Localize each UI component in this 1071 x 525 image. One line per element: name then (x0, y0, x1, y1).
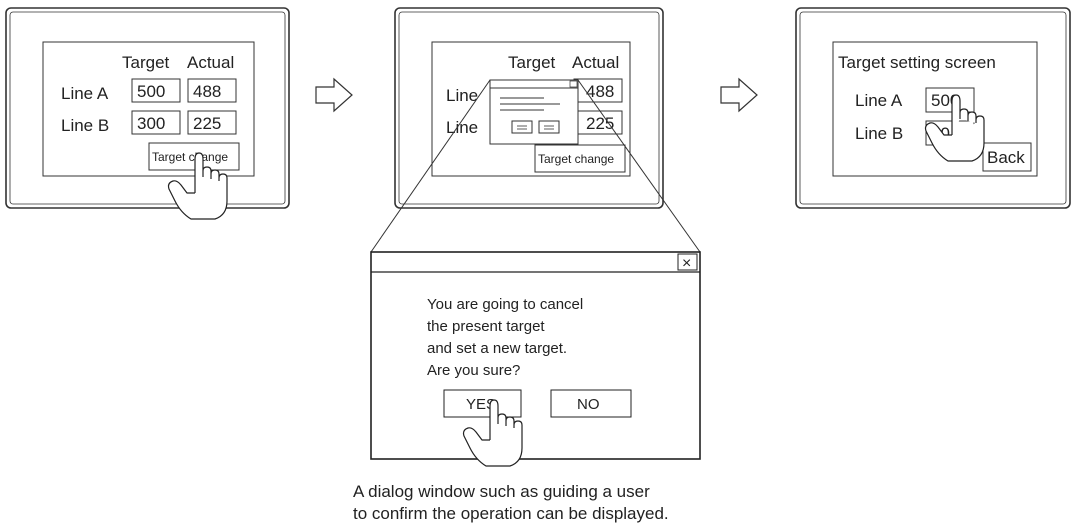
zoom-line (370, 79, 491, 253)
screen2-header-actual: Actual (572, 53, 619, 72)
screen1-actual-value: 488 (193, 82, 221, 101)
yes-button[interactable] (443, 389, 522, 418)
zoom-line (577, 79, 701, 253)
screen3-row-label: Line A (855, 91, 903, 110)
screen1-target-value: 500 (137, 82, 165, 101)
target-change-button[interactable] (148, 142, 240, 171)
caption-line: to confirm the operation can be displaye… (353, 504, 669, 523)
screen2-actual-value: 225 (586, 114, 614, 133)
target-change-button[interactable] (534, 144, 626, 173)
mini-dialog (489, 79, 579, 145)
screen1-header-target: Target (122, 53, 170, 72)
screen1-actual-field (187, 110, 237, 135)
target-setting-title: Target setting screen (838, 53, 996, 72)
screen1-panel (5, 7, 290, 209)
line-a-input[interactable] (925, 87, 975, 113)
screen1-row-label: Line B (61, 116, 109, 135)
screen1-row-label: Line A (61, 84, 109, 103)
arrow-right-icon (315, 77, 353, 113)
close-icon: × (682, 255, 691, 272)
dialog-message-line: the present target (427, 318, 545, 335)
dialog-message-line: You are going to cancel (427, 296, 583, 313)
confirm-dialog (370, 251, 701, 460)
yes-button-label: YES (466, 396, 496, 413)
screen3-row-label: Line B (855, 124, 903, 143)
screen1-header-actual: Actual (187, 53, 234, 72)
screen2-row-label: Line (446, 86, 478, 105)
caption-line: A dialog window such as guiding a user (353, 482, 650, 501)
screen1-actual-value: 225 (193, 114, 221, 133)
screen1-target-field[interactable] (131, 110, 181, 135)
no-button[interactable] (550, 389, 632, 418)
arrow-right-icon (720, 77, 758, 113)
close-button[interactable] (677, 253, 698, 271)
screen2-actual-value: 488 (586, 82, 614, 101)
no-button-label: NO (577, 396, 600, 413)
target-change-button-label: Target change (538, 152, 614, 166)
back-button[interactable] (982, 142, 1032, 172)
screen2-header-target: Target (508, 53, 556, 72)
back-button-label: Back (987, 148, 1025, 167)
dialog-message-line: Are you sure? (427, 362, 520, 379)
screen1-actual-field (187, 78, 237, 103)
dialog-message-line: and set a new target. (427, 340, 567, 357)
screen1-target-value: 300 (137, 114, 165, 133)
screen1-target-field[interactable] (131, 78, 181, 103)
target-change-button-label: Target change (152, 150, 228, 164)
